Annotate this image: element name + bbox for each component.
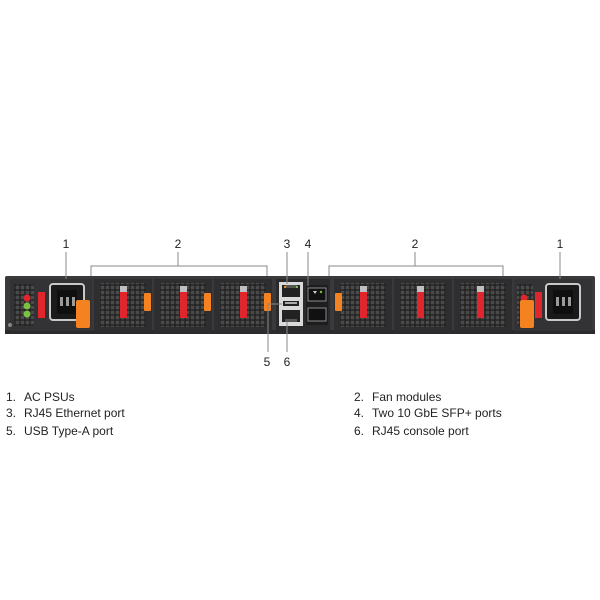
psu-latch[interactable] xyxy=(535,292,542,318)
fan-latch[interactable] xyxy=(477,292,484,318)
legend-number: 5. xyxy=(6,424,17,438)
power-inlet-icon xyxy=(545,283,581,321)
legend-number: 6. xyxy=(354,424,365,438)
callout-label: 5 xyxy=(264,355,271,369)
psu-handle[interactable] xyxy=(520,300,534,328)
callout-label: 2 xyxy=(412,237,419,251)
legend-number: 4. xyxy=(354,406,365,420)
legend-item: 3. RJ45 Ethernet port xyxy=(6,406,125,420)
fan-latch[interactable] xyxy=(180,292,187,318)
fan-module[interactable] xyxy=(334,279,392,331)
callout-label: 1 xyxy=(63,237,70,251)
legend-item: 1. AC PSUs xyxy=(6,390,75,404)
status-led-red xyxy=(520,294,528,302)
legend-text: Fan modules xyxy=(372,390,442,404)
fan-module[interactable] xyxy=(154,279,212,331)
callout-label: 2 xyxy=(175,237,182,251)
screw-icon xyxy=(8,323,12,327)
sfp-port-icon[interactable] xyxy=(307,307,327,322)
callout-label: 1 xyxy=(557,237,564,251)
sfp-port-icon[interactable] xyxy=(307,287,327,302)
legend-number: 2. xyxy=(354,390,365,404)
psu-handle[interactable] xyxy=(76,300,90,328)
fan-latch[interactable] xyxy=(120,292,127,318)
psu-left[interactable] xyxy=(8,279,92,331)
legend-number: 3. xyxy=(6,406,17,420)
fan-module[interactable] xyxy=(94,279,152,331)
legend-text: Two 10 GbE SFP+ ports xyxy=(372,406,502,420)
legend-text: AC PSUs xyxy=(24,390,75,404)
usb-port-icon[interactable] xyxy=(283,301,299,306)
callout-label: 3 xyxy=(284,237,291,251)
legend-item: 2. Fan modules xyxy=(354,390,441,404)
status-led-green xyxy=(23,302,31,310)
rj45-port-icon[interactable] xyxy=(282,310,300,322)
psu-latch[interactable] xyxy=(38,292,45,318)
legend-item: 5. USB Type-A port xyxy=(6,424,113,438)
rj45-port-icon[interactable] xyxy=(282,285,300,297)
fan-module[interactable] xyxy=(394,279,452,331)
chassis-bottom-edge xyxy=(5,330,595,334)
fan-module[interactable] xyxy=(214,279,272,331)
legend-text: RJ45 console port xyxy=(372,424,469,438)
legend-text: RJ45 Ethernet port xyxy=(24,406,125,420)
fan-latch[interactable] xyxy=(240,292,247,318)
legend-number: 1. xyxy=(6,390,17,404)
management-io-panel xyxy=(276,279,330,331)
status-led-red xyxy=(23,294,31,302)
legend-text: USB Type-A port xyxy=(24,424,114,438)
callout-lines xyxy=(65,252,561,352)
psu-right[interactable] xyxy=(514,279,592,331)
power-inlet-icon xyxy=(49,283,85,321)
legend-item: 6. RJ45 console port xyxy=(354,424,469,438)
callout-label: 6 xyxy=(284,355,291,369)
callout-label: 4 xyxy=(305,237,312,251)
status-led-green xyxy=(23,310,31,318)
fan-module[interactable] xyxy=(454,279,512,331)
legend-item: 4. Two 10 GbE SFP+ ports xyxy=(354,406,502,420)
fan-latch[interactable] xyxy=(417,292,424,318)
fan-latch[interactable] xyxy=(360,292,367,318)
